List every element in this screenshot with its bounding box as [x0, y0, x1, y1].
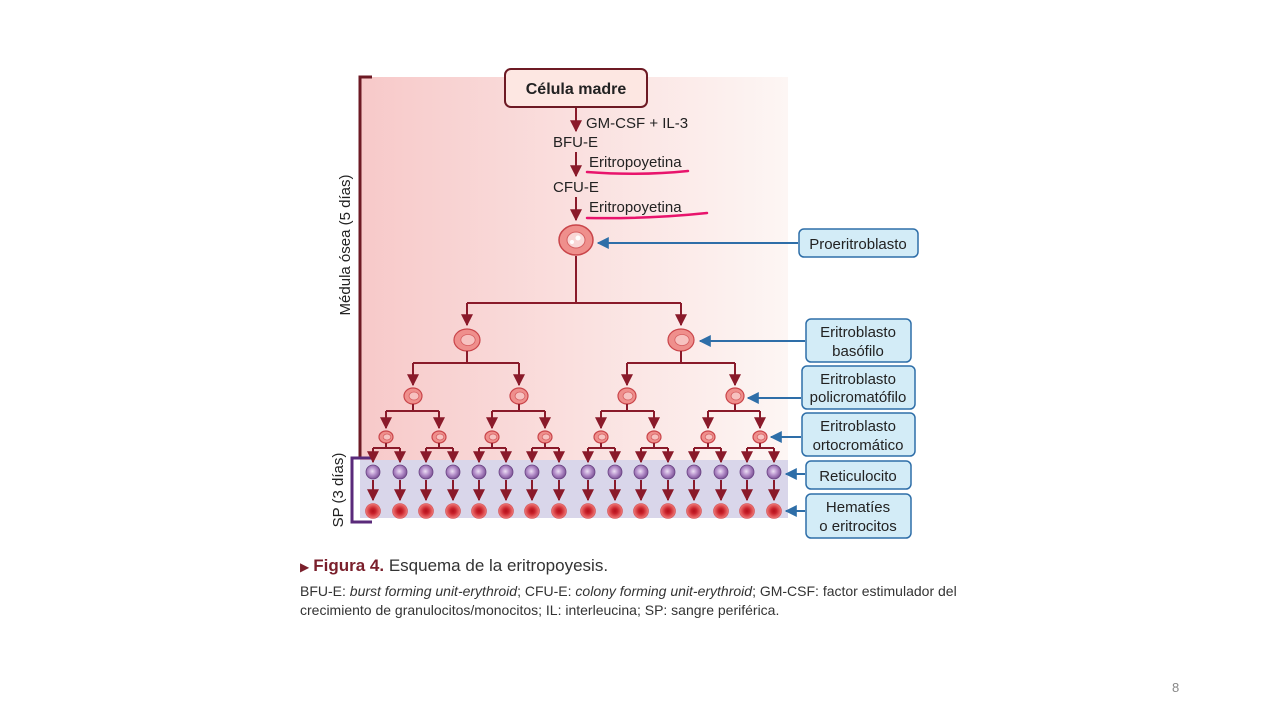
label-basophilic-2: basófilo [832, 343, 884, 360]
erythrocyte-cell [524, 503, 540, 519]
erythrocyte-cell [418, 503, 434, 519]
reticulocyte-cell [580, 464, 596, 480]
reticulocyte-cell [471, 464, 487, 480]
reticulocyte-cell [739, 464, 755, 480]
reticulocyte-cell [418, 464, 434, 480]
figure-caption: ▶Figura 4. Esquema de la eritropoyesis. … [300, 556, 960, 620]
label-orthochromatic-1: Eritroblasto [820, 418, 896, 435]
label-box-basophilic [805, 318, 912, 363]
footnote-segment: ; GM-CSF: factor estimulador del crecimi… [300, 583, 957, 618]
figure-title: ▶Figura 4. Esquema de la eritropoyesis. [300, 556, 960, 576]
marrow-bracket-label: Médula ósea (5 días) [337, 175, 354, 316]
orthochromatic-cell-nucleus [541, 433, 551, 441]
label-erythrocyte-1: Hematíes [826, 499, 890, 516]
reticulocyte-cell [633, 464, 649, 480]
stem-cell-box [504, 68, 648, 108]
polychromatophilic-cell-nucleus [622, 391, 634, 401]
erythrocyte-cell [392, 503, 408, 519]
orthochromatic-cell-nucleus [597, 433, 607, 441]
label-bfu-e: BFU-E [553, 134, 598, 151]
reticulocyte-cell [607, 464, 623, 480]
basophilic-cell-nucleus [674, 334, 690, 346]
factor-erythropoietin-2: Eritropoyetina [589, 199, 682, 216]
erythrocyte-cell [365, 503, 381, 519]
blood-bracket [350, 456, 372, 524]
proerythroblast-cell [558, 224, 594, 256]
footnote-segment: BFU-E: [300, 583, 350, 599]
orthochromatic-cell-nucleus [756, 433, 766, 441]
basophilic-cell-nucleus [460, 334, 476, 346]
reticulocyte-cell [766, 464, 782, 480]
reticulocyte-cell [713, 464, 729, 480]
erythrocyte-cell [551, 503, 567, 519]
polychromatophilic-cell-nucleus [514, 391, 526, 401]
erythrocyte-cell [713, 503, 729, 519]
reticulocyte-cell [365, 464, 381, 480]
erythrocyte-cell [633, 503, 649, 519]
label-polychromatophilic-1: Eritroblasto [820, 371, 896, 388]
polychromatophilic-cell-nucleus [408, 391, 420, 401]
orthochromatic-cell-nucleus [488, 433, 498, 441]
label-cfu-e: CFU-E [553, 179, 599, 196]
orthochromatic-cell-nucleus [704, 433, 714, 441]
factor-erythropoietin-1: Eritropoyetina [589, 154, 682, 171]
reticulocyte-cell [686, 464, 702, 480]
reticulocyte-cell [524, 464, 540, 480]
orthochromatic-cell-nucleus [435, 433, 445, 441]
label-polychromatophilic-2: policromatófilo [810, 389, 907, 406]
reticulocyte-cell [660, 464, 676, 480]
erythrocyte-cell [471, 503, 487, 519]
caption-triangle-icon: ▶ [300, 560, 310, 574]
label-box-reticulocyte [805, 460, 912, 490]
erythrocyte-cell [607, 503, 623, 519]
polychromatophilic-cell-nucleus [730, 391, 742, 401]
label-box-erythrocyte [805, 493, 912, 539]
erythrocyte-cell [739, 503, 755, 519]
figure-title-text: Esquema de la eritropoyesis. [384, 556, 609, 575]
footnote-segment: colony forming unit-erythroid [575, 583, 753, 599]
orthochromatic-cell-nucleus [650, 433, 660, 441]
marrow-background [360, 77, 788, 460]
figure-footnote: BFU-E: burst forming unit-erythroid; CFU… [300, 582, 960, 620]
reticulocyte-cell [445, 464, 461, 480]
highlight-underline-1 [585, 169, 690, 176]
highlight-underline-2 [585, 211, 709, 220]
label-orthochromatic-2: ortocromático [813, 437, 904, 454]
label-erythrocyte-2: o eritrocitos [819, 518, 897, 535]
label-proerythroblast: Proeritroblasto [809, 236, 907, 253]
erythrocyte-cell [498, 503, 514, 519]
reticulocyte-cell [551, 464, 567, 480]
figure-number: Figura 4. [313, 556, 385, 575]
label-box-polychromatophilic [801, 365, 916, 410]
erythrocyte-cell [580, 503, 596, 519]
footnote-segment: burst forming unit-erythroid [349, 583, 518, 599]
blood-bracket-label: SP (3 días) [330, 453, 347, 528]
erythrocyte-cell [766, 503, 782, 519]
lineage-tree [365, 256, 782, 519]
label-reticulocyte: Reticulocito [819, 468, 897, 485]
label-basophilic-1: Eritroblasto [820, 324, 896, 341]
stem-cell-label: Célula madre [526, 81, 627, 98]
erythrocyte-cell [445, 503, 461, 519]
label-box-proerythroblast [798, 228, 919, 258]
erythrocyte-cell [660, 503, 676, 519]
reticulocyte-cell [498, 464, 514, 480]
reticulocyte-cell [392, 464, 408, 480]
erythrocyte-cell [686, 503, 702, 519]
footnote-segment: ; CFU-E: [517, 583, 576, 599]
factor-gmcsf-il3: GM-CSF + IL-3 [586, 115, 688, 132]
page-number: 8 [1172, 680, 1180, 695]
label-box-orthochromatic [801, 412, 916, 457]
orthochromatic-cell-nucleus [382, 433, 392, 441]
